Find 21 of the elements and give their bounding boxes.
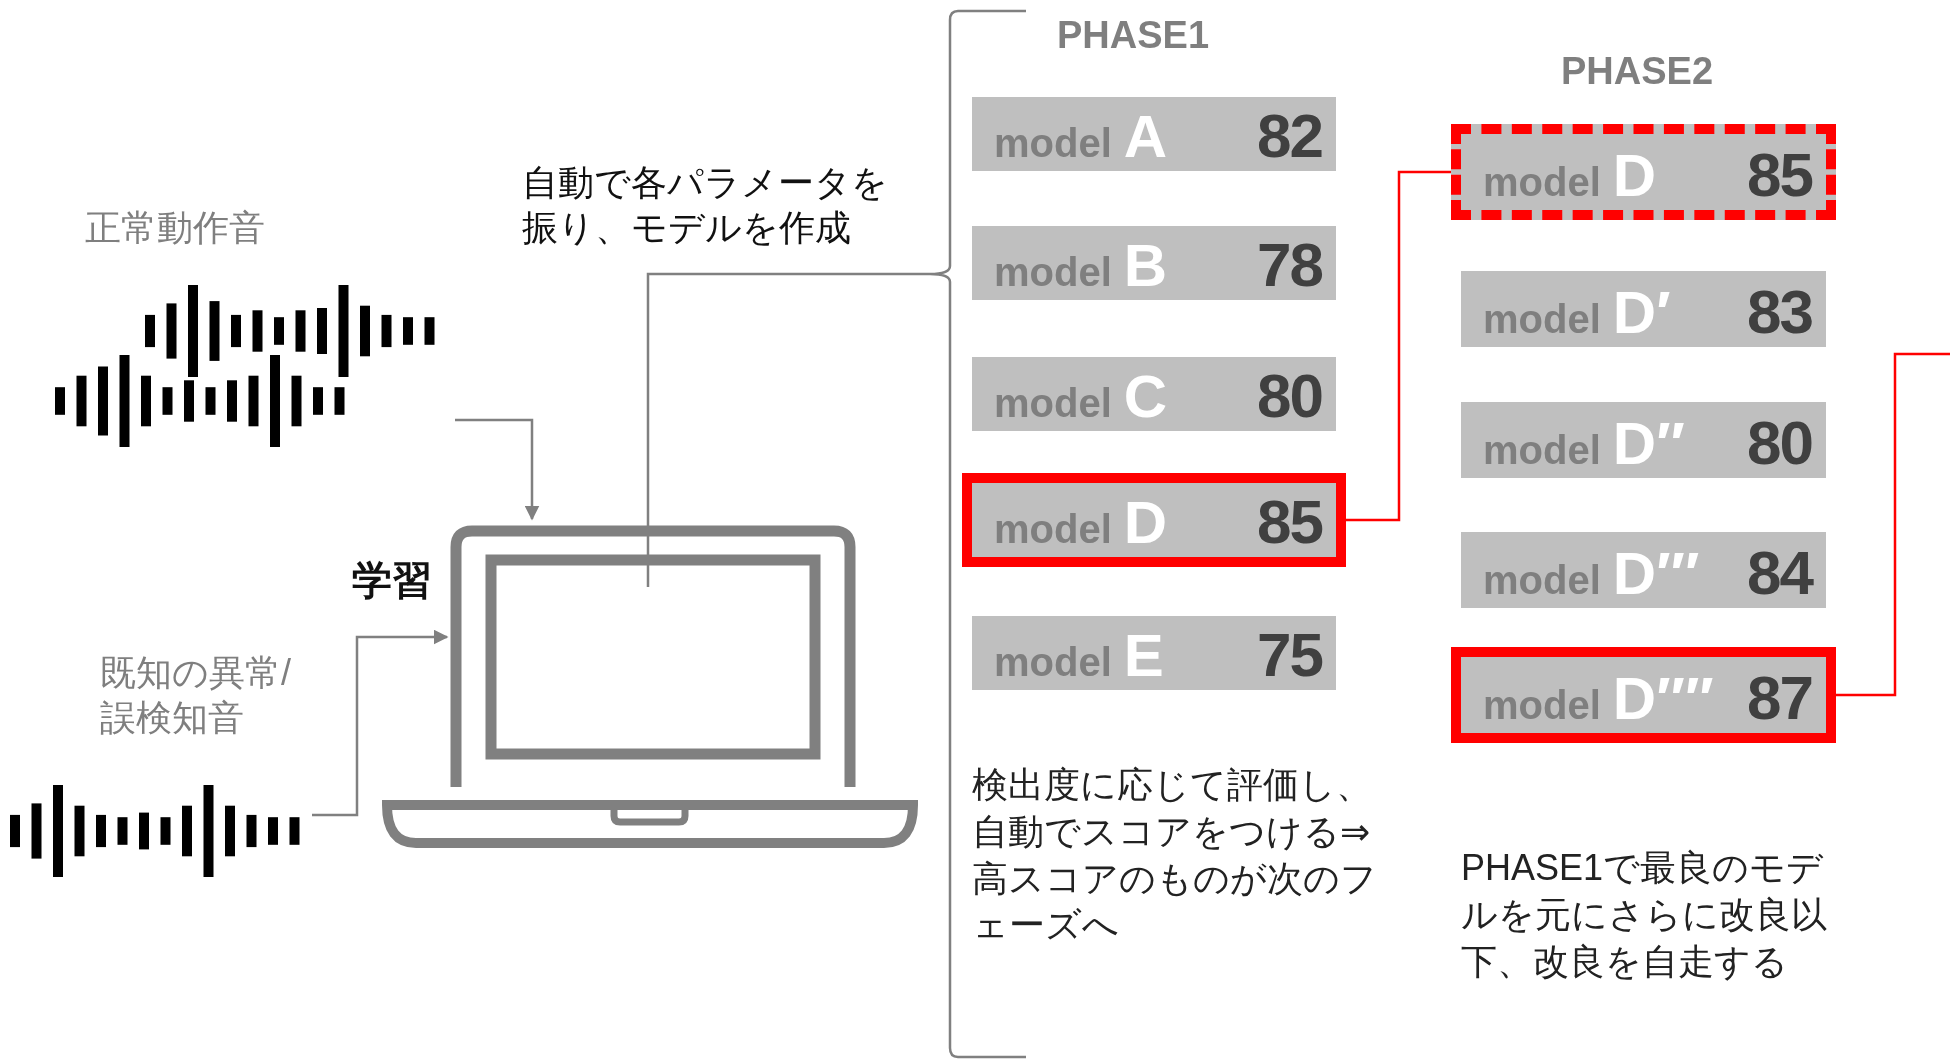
model-score-card: model D′ 83 xyxy=(1461,271,1826,347)
connector-line xyxy=(646,272,930,587)
model-score-card: model D′′′ 84 xyxy=(1461,532,1826,608)
model-score-card: model C 80 xyxy=(972,357,1336,431)
connector-line xyxy=(1346,170,1451,522)
sound-label: 正常動作音 xyxy=(85,206,265,250)
phase-heading: PHASE1 xyxy=(1057,14,1210,57)
model-score-card: model D 85 xyxy=(1451,124,1836,220)
phase-heading: PHASE2 xyxy=(1561,50,1714,93)
model-score-card: model A 82 xyxy=(972,97,1336,171)
model-score-card: model B 78 xyxy=(972,226,1336,300)
model-score-card: model E 75 xyxy=(972,616,1336,690)
model-score-card: model D′′ 80 xyxy=(1461,402,1826,478)
arrow xyxy=(312,629,449,817)
sound-label: 既知の異常/誤検知音 xyxy=(100,651,292,740)
model-score-card: model D′′′′ 87 xyxy=(1451,647,1836,743)
note-text: 検出度に応じて評価し、自動でスコアをつける⇒高スコアのものが次のフェーズへ xyxy=(972,763,1378,948)
model-score-card: model D 85 xyxy=(962,473,1346,567)
arrow xyxy=(455,418,540,521)
note-text: PHASE1で最良のモデルを元にさらに改良以下、改良を自走する xyxy=(1461,846,1828,984)
connector-line xyxy=(1836,352,1950,697)
